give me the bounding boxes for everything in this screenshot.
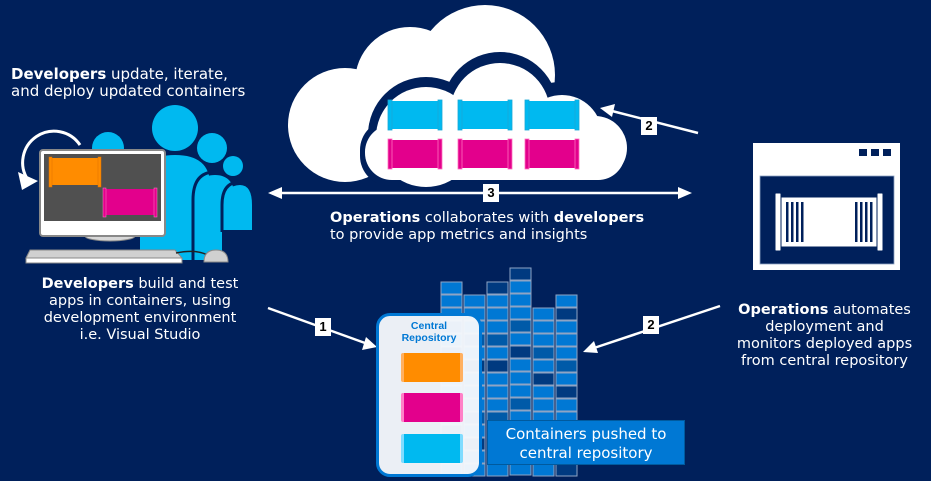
arrow-head-right	[678, 187, 692, 199]
rack-cell	[555, 320, 578, 334]
rack-cell	[555, 333, 578, 347]
rack-cell	[555, 398, 578, 412]
rack-cell	[509, 319, 532, 333]
rack-cell	[532, 333, 555, 347]
rack-cell	[532, 398, 555, 412]
rack-cell	[532, 320, 555, 334]
developers-iterate-caption: Developers update, iterate, and deploy u…	[11, 65, 246, 100]
rack-cell	[486, 307, 509, 321]
rack-cell	[509, 371, 532, 385]
containers-pushed-label: Containers pushed to central repository	[487, 420, 685, 465]
rack-cell	[532, 307, 555, 321]
rack-cell	[532, 385, 555, 399]
rack-cell	[555, 372, 578, 386]
rack-cell	[509, 397, 532, 411]
operations-automates-caption: Operations automates deployment and moni…	[736, 302, 913, 369]
rack-cell	[509, 280, 532, 294]
rack-cell	[509, 384, 532, 398]
rack-cell	[555, 307, 578, 321]
rack-cell	[486, 320, 509, 334]
step-2-badge-top: 2	[641, 117, 657, 135]
cloud-container-magenta	[524, 138, 580, 170]
repo-container-magenta	[401, 393, 463, 422]
rack-cell	[486, 294, 509, 308]
step-2-badge-bottom: 2	[643, 316, 659, 334]
rack-cell	[509, 332, 532, 346]
repo-container-cyan	[401, 434, 463, 463]
central-repository-panel: Central Repository	[376, 313, 482, 477]
rack-cell	[486, 346, 509, 360]
step-3-badge: 3	[483, 184, 499, 202]
rack-cell	[555, 294, 578, 308]
rack-cell	[440, 281, 463, 295]
rack-cell	[509, 267, 532, 281]
rack-cell	[509, 306, 532, 320]
rack-cell	[509, 345, 532, 359]
cloud-container-cyan	[524, 99, 580, 131]
rack-cell	[532, 372, 555, 386]
rack-cell	[555, 359, 578, 373]
arrow-head-left	[268, 187, 282, 199]
cloud-container-cyan	[387, 99, 443, 131]
developers-build-caption: Developers build and test apps in contai…	[41, 276, 239, 343]
step-1-badge: 1	[315, 318, 331, 336]
rack-cell	[486, 359, 509, 373]
rack-cell	[463, 294, 486, 308]
rack-cell	[509, 293, 532, 307]
rack-cell	[486, 333, 509, 347]
repo-container-orange	[401, 353, 463, 382]
rack-cell	[509, 358, 532, 372]
rack-cell	[555, 346, 578, 360]
rack-cell	[486, 398, 509, 412]
rack-cell	[486, 372, 509, 386]
operations-collaborates-caption: Operations collaborates with developers …	[330, 210, 645, 243]
cloud-container-magenta	[457, 138, 513, 170]
cloud-container-cyan	[457, 99, 513, 131]
rack-cell	[486, 281, 509, 295]
cloud-container-magenta	[387, 138, 443, 170]
rack-cell	[440, 294, 463, 308]
rack-cell	[532, 359, 555, 373]
central-repository-title: Central Repository	[401, 320, 457, 344]
rack-cell	[555, 385, 578, 399]
rack-cell	[486, 385, 509, 399]
rack-cell	[532, 346, 555, 360]
